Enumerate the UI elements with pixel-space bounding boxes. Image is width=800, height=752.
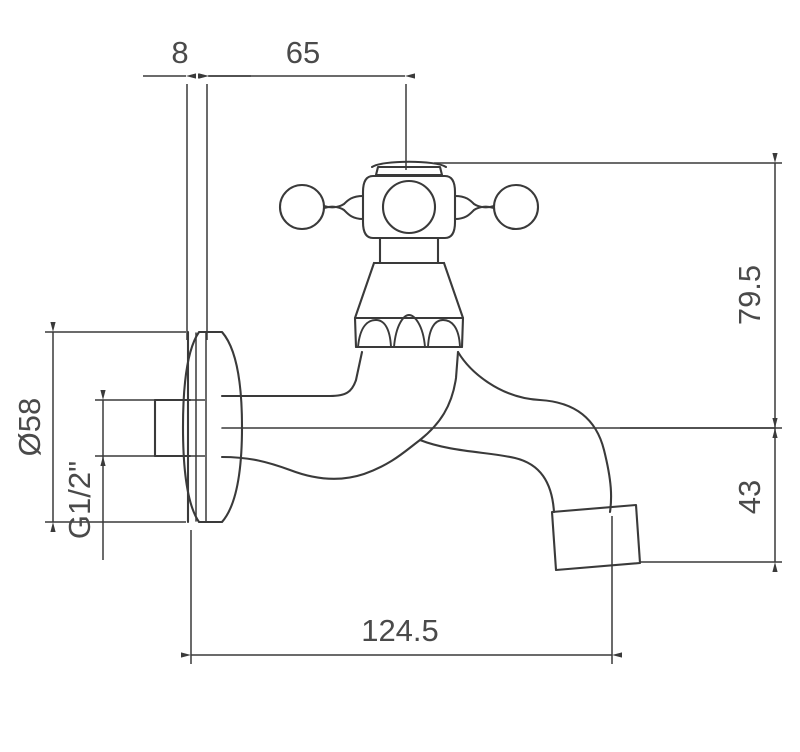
label-handle-height: 79.5 [732,265,767,325]
label-flange-diameter: Ø58 [12,398,47,457]
scalloped-collar [353,314,465,349]
label-outlet-drop: 43 [732,480,767,514]
faucet-body [220,350,776,480]
label-total-projection: 124.5 [361,613,439,648]
label-wall-to-handle-center: 65 [286,35,320,70]
inlet-nipple [153,398,192,458]
faucet-geometry [153,160,776,572]
dimension-lines [45,73,782,664]
cross-handle [278,174,540,240]
handle-neck [378,236,440,265]
label-inlet-thread: G1/2" [62,461,97,539]
bonnet-cap [371,160,447,177]
bonnet-taper [353,261,465,320]
wall-flange [181,330,244,524]
spout [418,350,613,514]
dimension-labels: 8 65 Ø58 G1/2" 79.5 43 124.5 [12,35,767,648]
label-flange-thickness: 8 [171,35,188,70]
spout-outlet [550,503,642,572]
